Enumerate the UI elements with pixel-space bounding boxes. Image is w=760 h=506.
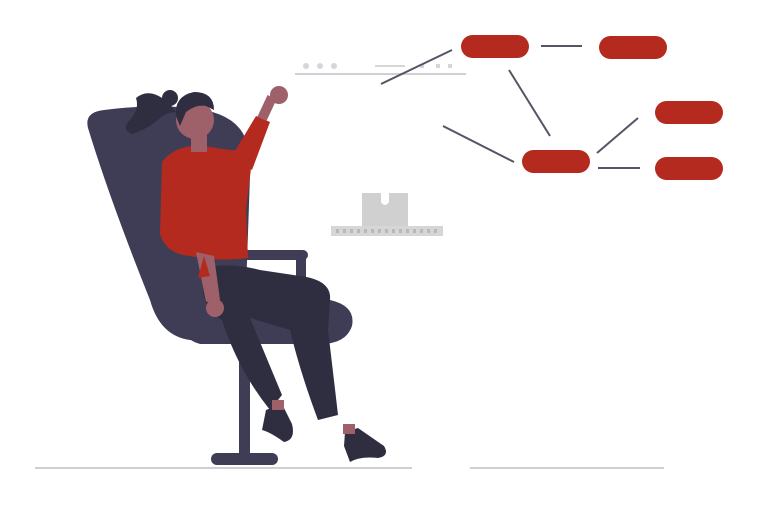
window-dot-icon <box>331 63 337 69</box>
browser-bar <box>295 63 466 75</box>
window-dot-icon <box>303 63 309 69</box>
mindmap-node <box>461 35 529 58</box>
monitor-icon <box>331 193 443 236</box>
person <box>125 86 386 462</box>
person-ponytail <box>125 93 176 134</box>
chair-base <box>211 453 278 465</box>
mindmap-node <box>599 36 667 59</box>
person-shoe-right <box>344 428 386 462</box>
mindmap-node <box>522 150 590 173</box>
person-pants <box>202 265 338 420</box>
person-shoe-left <box>262 404 293 442</box>
person-fist <box>270 86 288 104</box>
window-dot-icon <box>317 63 323 69</box>
person-arm-raised <box>232 116 270 170</box>
mindmap-node <box>655 157 723 180</box>
mindmap-edges <box>380 45 640 169</box>
mindmap-node <box>655 101 723 124</box>
person-sweater <box>160 145 252 260</box>
person-hair <box>175 92 214 126</box>
mindmap-nodes <box>461 35 723 180</box>
chair-post <box>239 343 250 457</box>
